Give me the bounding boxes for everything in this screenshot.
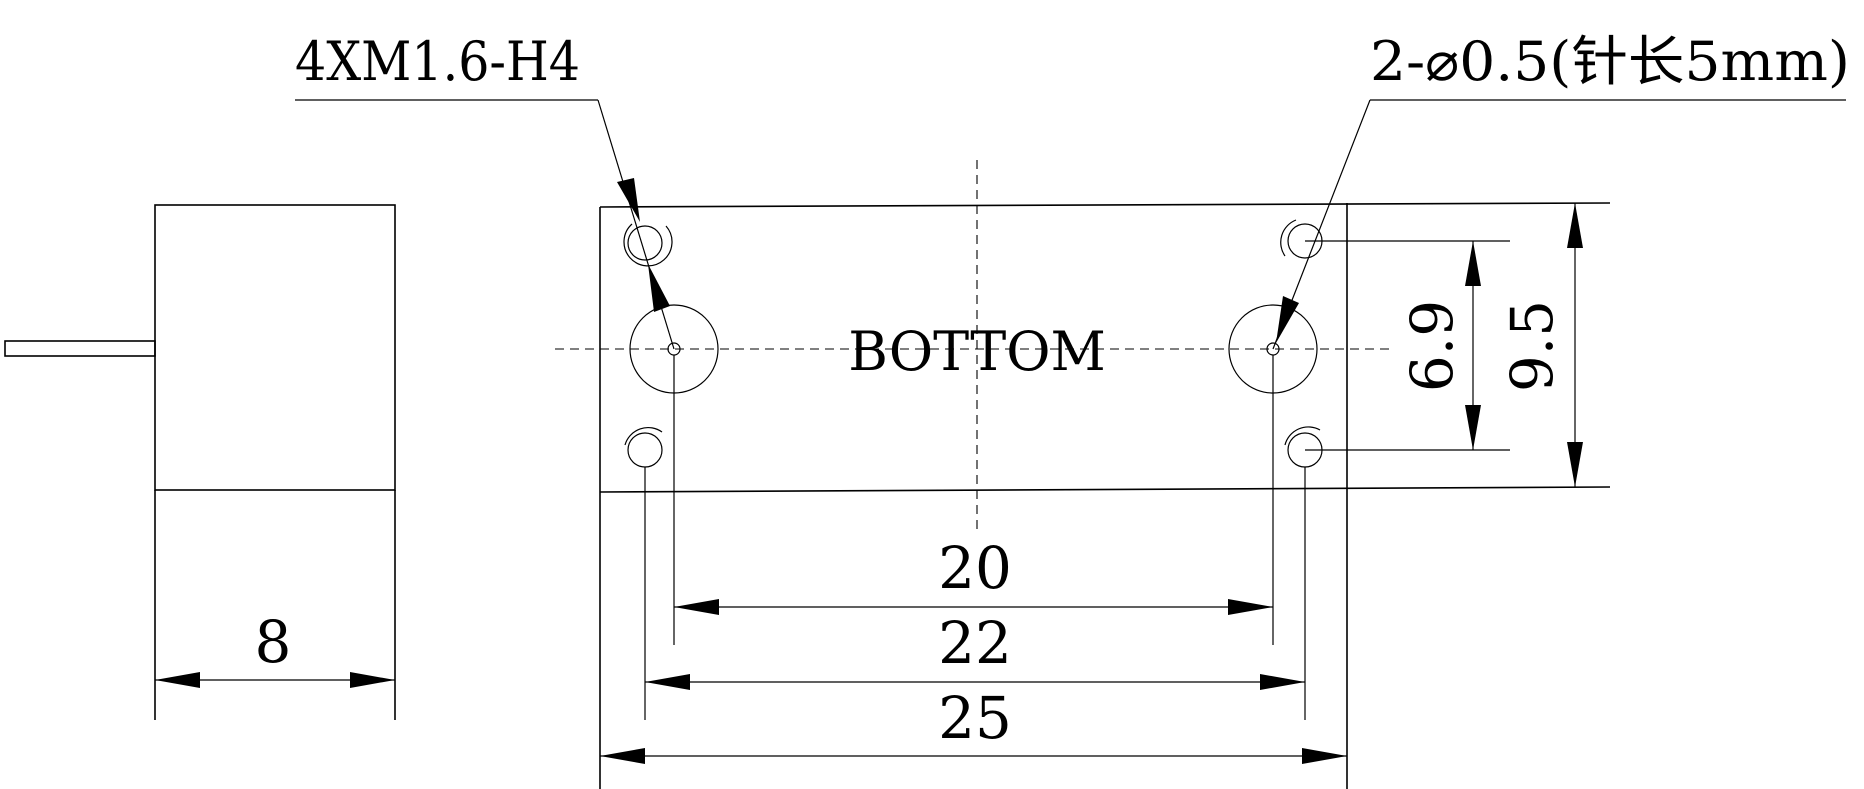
- leader-thread-callout: 4XM1.6-H4: [295, 30, 675, 350]
- thread-callout-label: 4XM1.6-H4: [295, 30, 580, 93]
- bottom-view: BOTTOM 20 22 25: [295, 30, 1850, 789]
- pin-callout-label: 2-⌀0.5(针长5mm): [1370, 30, 1850, 93]
- side-view-pin: [4, 340, 156, 357]
- dimension-label-body-length: 25: [938, 684, 1012, 752]
- dimension-label-body-height: 9.5: [1498, 300, 1566, 392]
- body-bottom-edge: [599, 486, 1611, 493]
- side-view-body: [154, 204, 396, 491]
- dimension-label-side-width: 8: [255, 608, 292, 676]
- dimension-label-hole-spacing: 22: [938, 609, 1012, 677]
- dimension-pin-spacing: 20: [674, 534, 1273, 615]
- dimension-body-height: 9.5: [1498, 203, 1583, 487]
- dimension-body-length: 25: [600, 684, 1347, 764]
- body-top-edge: [599, 202, 1611, 208]
- thread-hole-bottom-left: [624, 426, 663, 468]
- leader-pin-callout: 2-⌀0.5(针长5mm): [1272, 30, 1850, 350]
- dimension-label-pin-spacing: 20: [938, 534, 1012, 602]
- dimension-hole-vertical-spacing: 6.9: [1398, 241, 1481, 450]
- dimension-hole-spacing: 22: [645, 609, 1305, 690]
- dimension-label-hole-vertical-spacing: 6.9: [1398, 300, 1466, 392]
- thread-hole-top-left: [623, 223, 673, 267]
- thread-hole-bottom-right: [1284, 426, 1323, 468]
- view-label: BOTTOM: [848, 320, 1106, 383]
- dimension-side-width: 8: [155, 608, 395, 688]
- side-view: 8: [4, 204, 396, 720]
